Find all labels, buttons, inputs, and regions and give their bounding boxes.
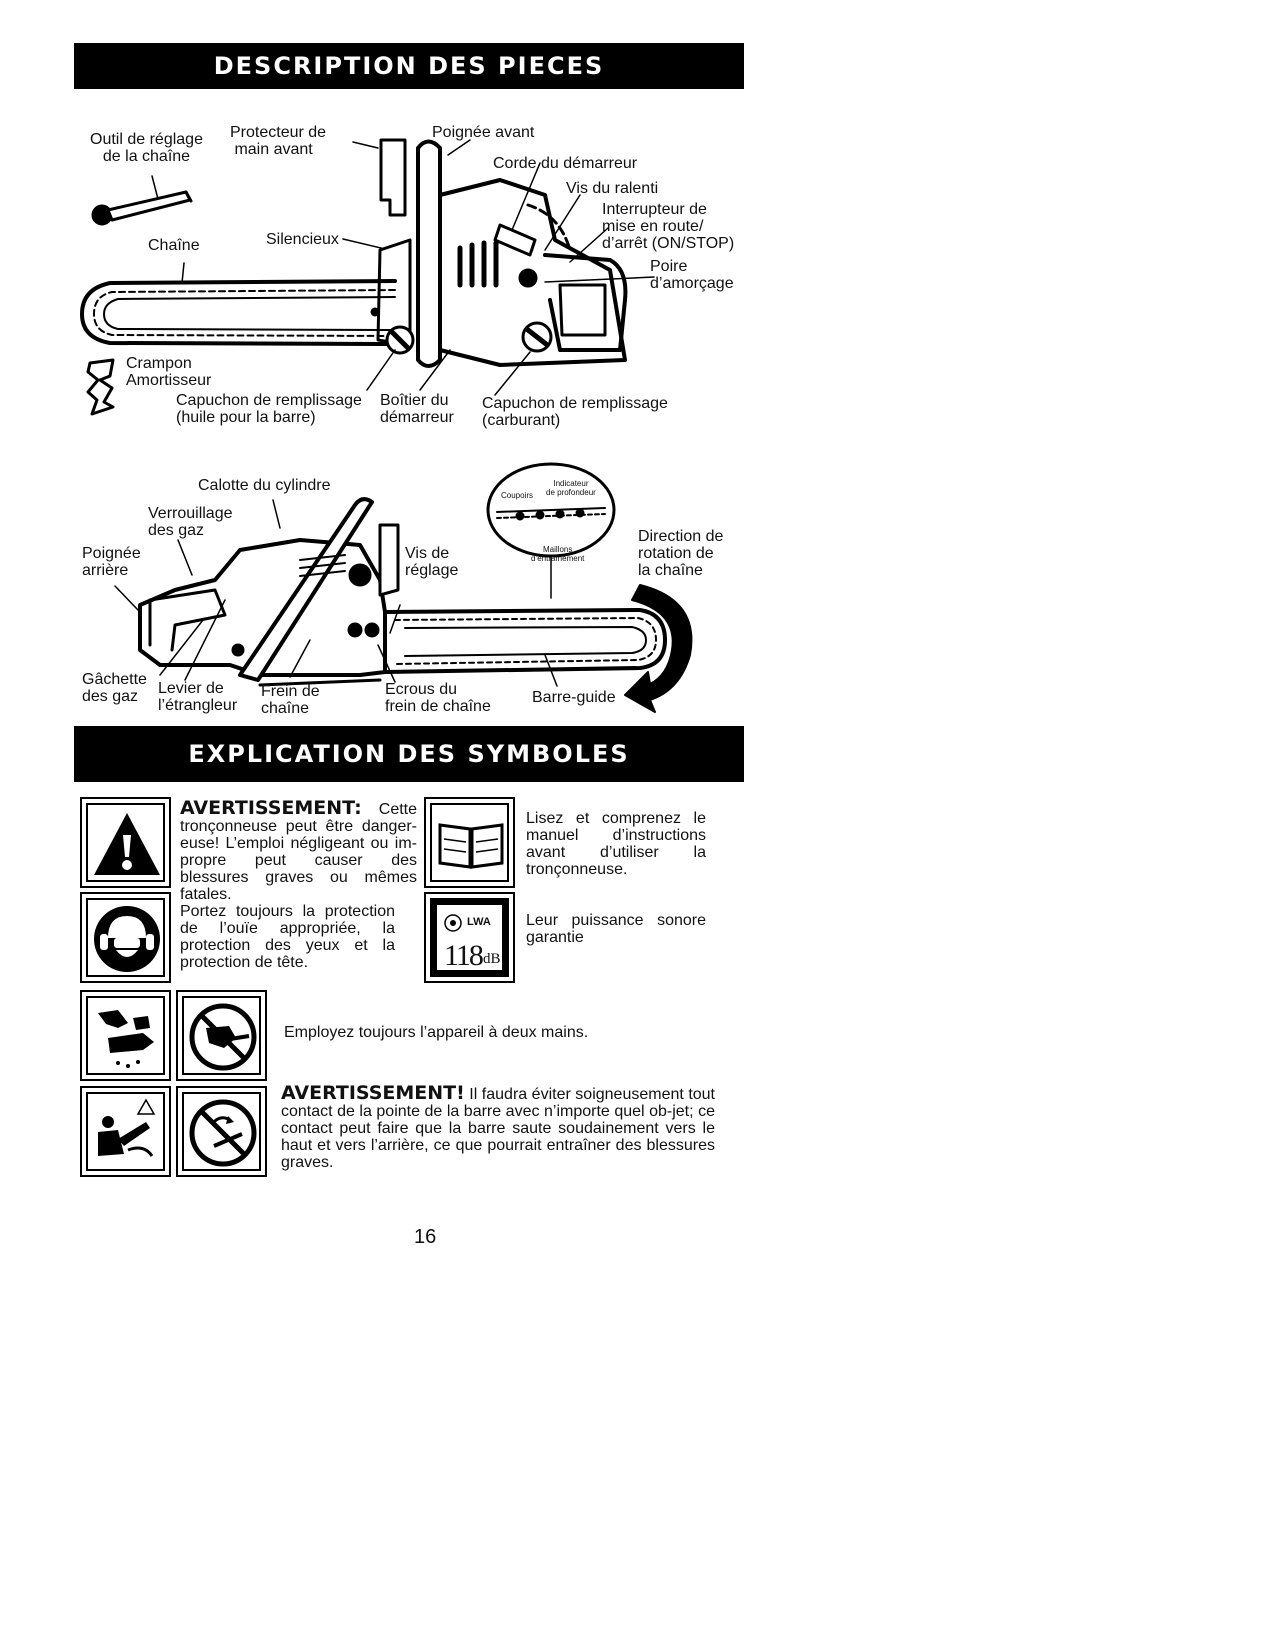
warning-title-1: AVERTISSEMENT:: [180, 797, 362, 819]
ear-eye-head-protection-icon: [94, 906, 160, 972]
kickback-symbol: [80, 1086, 171, 1177]
rear-handle: [543, 253, 628, 352]
label-bumper-spike: Crampon Amortisseur: [126, 355, 212, 389]
label-starter-housing: Boîtier du démarreur: [380, 392, 454, 426]
two-hands-chainsaw-icon: [98, 1010, 154, 1068]
sound-value: 118: [444, 939, 484, 972]
warning-text-1: AVERTISSEMENT: Cette tronçonneuse peut ê…: [180, 797, 417, 904]
kickback-warning-icon: [98, 1098, 156, 1157]
chainsaw-side-diagram: [114, 462, 693, 713]
warning-triangle-icon: [94, 813, 160, 875]
leader-lines-top: [151, 139, 655, 396]
sound-text: Leur puissance sonore garantie: [526, 912, 706, 946]
front-handle-side: [238, 497, 374, 682]
label-choke-lever: Levier de l’étrangleur: [158, 680, 238, 714]
label-muffler: Silencieux: [266, 231, 339, 248]
protection-symbol: [80, 892, 171, 983]
front-hand-guard: [379, 138, 407, 217]
label-oil-cap: Capuchon de remplissage (huile pour la b…: [176, 392, 362, 426]
label-front-handle: Poignée avant: [432, 124, 535, 141]
label-chain-direction: Direction de rotation de la chaîne: [638, 528, 724, 579]
label-idle-screw: Vis du ralenti: [566, 180, 659, 197]
guide-bar-chain: [80, 279, 397, 346]
manual-text: Lisez et comprenez le manuel d’instructi…: [526, 810, 706, 878]
label-throttle-trigger: Gâchette des gaz: [82, 671, 147, 705]
warning-symbol: [80, 797, 171, 888]
symbols-section-title: EXPLICATION DES SYMBOLES: [74, 726, 744, 782]
label-chain: Chaîne: [148, 237, 200, 254]
chain-tool-icon: [91, 190, 193, 226]
kickback-warning-text: AVERTISSEMENT! Il faudra éviter soigneus…: [281, 1082, 715, 1172]
open-book-icon: [438, 823, 504, 869]
parts-section-title: DESCRIPTION DES PIECES: [74, 43, 744, 89]
guide-bar-side: [383, 608, 667, 674]
chainsaw-top-diagram: [80, 138, 655, 416]
inset-label-drive-links: Maillons d’entraînement: [531, 545, 585, 563]
label-brake-nuts: Ecrous du frein de chaîne: [385, 681, 491, 715]
sound-symbol: LWA 118 dB: [424, 892, 515, 983]
tip-contact-prohibited-icon: [189, 1099, 257, 1167]
front-handle: [416, 139, 442, 368]
inset-label-depth-gauge: Indicateur de profondeur: [546, 479, 596, 497]
label-rear-handle: Poignée arrière: [82, 545, 141, 579]
label-on-stop-switch: Interrupteur de mise en route/ d’arrêt (…: [602, 201, 735, 252]
sound-emblem-icon: [444, 914, 462, 932]
manual-symbol: [424, 797, 515, 888]
leader-lines-side: [114, 499, 558, 687]
tip-contact-prohibited-symbol: [176, 1086, 267, 1177]
two-hands-symbol: [80, 990, 171, 1081]
rear-handle-side: [148, 588, 227, 652]
label-cylinder-cover: Calotte du cylindre: [198, 477, 331, 494]
label-primer-bulb: Poire d’amorçage: [650, 258, 734, 292]
warning-title-2: AVERTISSEMENT!: [281, 1082, 465, 1104]
sound-lwa-label: LWA: [467, 916, 491, 928]
label-starter-rope: Corde du démarreur: [493, 155, 638, 172]
label-adjusting-screw: Vis de réglage: [405, 545, 459, 579]
sound-unit: dB: [483, 951, 501, 967]
label-fuel-cap: Capuchon de remplissage (carburant): [482, 395, 668, 429]
bumper-spike-icon: [86, 358, 115, 416]
label-chain-tool: Outil de réglage de la chaîne: [90, 131, 203, 165]
one-hand-prohibited-symbol: [176, 990, 267, 1081]
inset-label-cutters: Coupoirs: [501, 491, 534, 500]
label-throttle-lockout: Verrouillage des gaz: [148, 505, 233, 539]
two-hands-text: Employez toujours l’appareil à deux main…: [284, 1024, 589, 1041]
label-guide-bar: Barre-guide: [532, 689, 616, 706]
label-chain-brake: Frein de chaîne: [261, 683, 320, 717]
protection-text: Portez toujours la protection de l’ouïe …: [180, 903, 395, 971]
label-front-hand-guard: Protecteur de main avant: [230, 124, 327, 158]
one-hand-prohibited-icon: [189, 1003, 257, 1071]
chain-detail-inset: [486, 462, 616, 599]
rotation-arrow-icon: [624, 584, 693, 713]
cylinder-fins: [457, 240, 499, 288]
page-number: 16: [414, 1226, 437, 1248]
hand-guard-side: [378, 523, 400, 597]
